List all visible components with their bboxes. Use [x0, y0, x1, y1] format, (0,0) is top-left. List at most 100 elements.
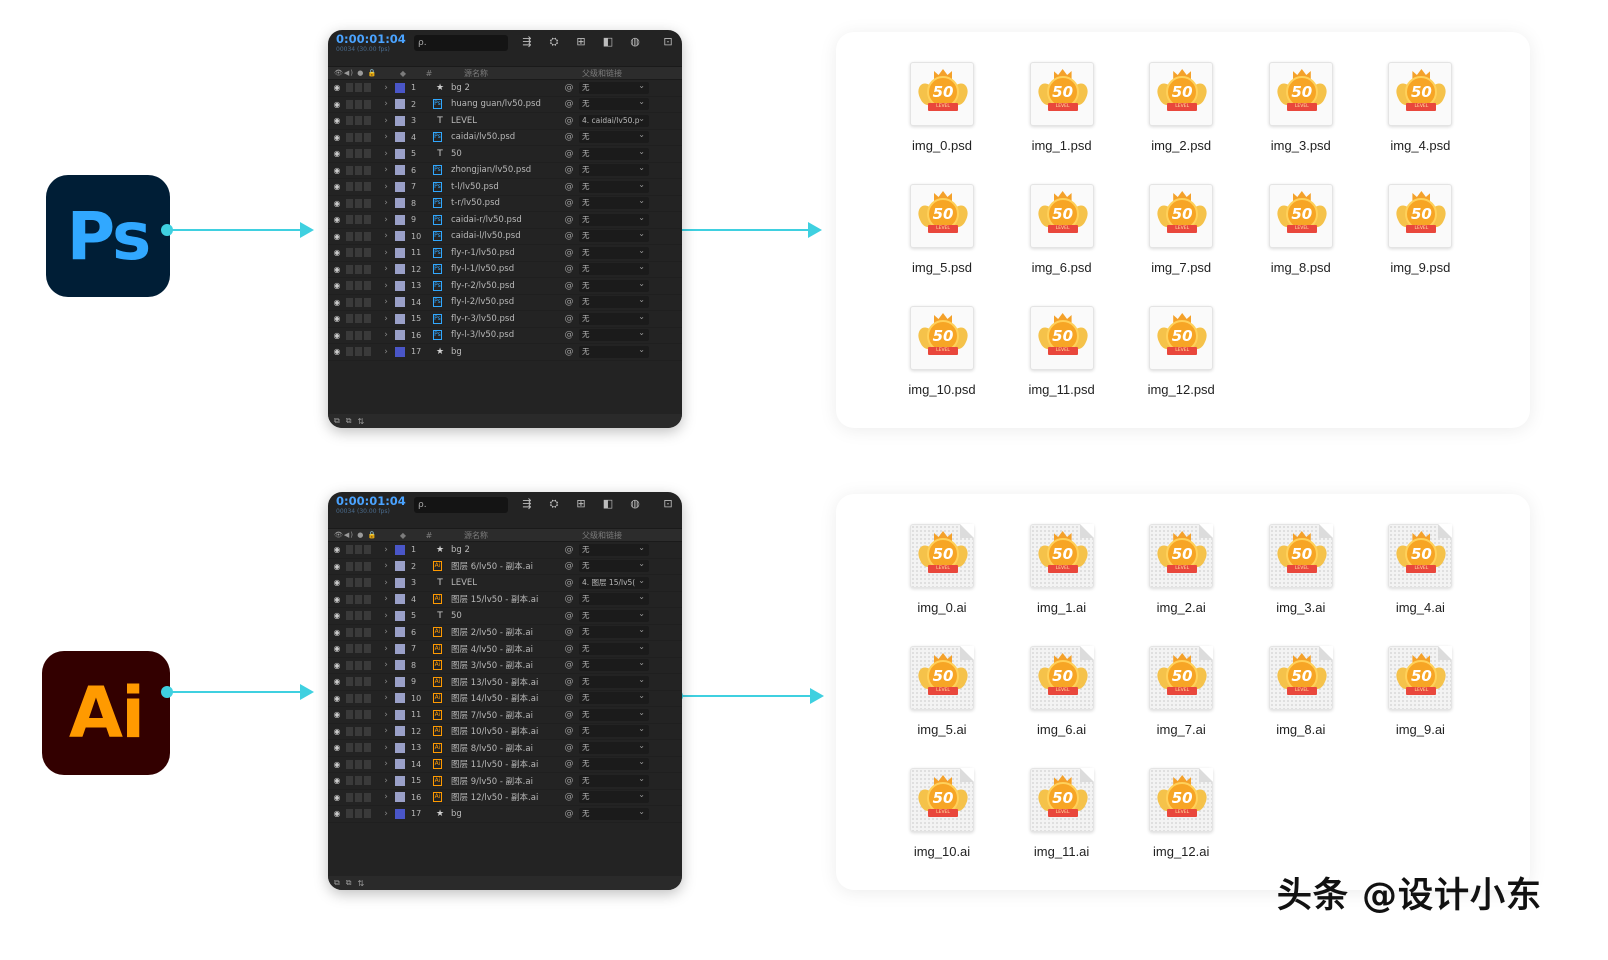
visibility-eye-icon[interactable]: ◉: [328, 298, 346, 307]
label-color-swatch[interactable]: [395, 627, 405, 637]
label-color-swatch[interactable]: [395, 330, 405, 340]
label-color-swatch[interactable]: [395, 776, 405, 786]
pick-whip-icon[interactable]: @: [559, 264, 579, 274]
visibility-eye-icon[interactable]: ◉: [328, 133, 346, 142]
label-color-swatch[interactable]: [395, 545, 405, 555]
expand-chevron-icon[interactable]: ›: [377, 248, 395, 258]
file-name[interactable]: img_9.psd: [1365, 260, 1475, 275]
file-name[interactable]: img_5.psd: [887, 260, 997, 275]
pick-whip-icon[interactable]: @: [559, 149, 579, 159]
expand-chevron-icon[interactable]: ›: [377, 99, 395, 109]
visibility-eye-icon[interactable]: ◉: [328, 149, 346, 158]
switch-box[interactable]: [346, 644, 353, 653]
switch-box[interactable]: [364, 727, 371, 736]
switch-box[interactable]: [364, 628, 371, 637]
expand-chevron-icon[interactable]: ›: [377, 347, 395, 357]
expand-chevron-icon[interactable]: ›: [377, 264, 395, 274]
switch-box[interactable]: [364, 809, 371, 818]
visibility-eye-icon[interactable]: ◉: [328, 793, 346, 802]
pick-whip-icon[interactable]: @: [559, 693, 579, 703]
visibility-eye-icon[interactable]: ◉: [328, 265, 346, 274]
switch-box[interactable]: [364, 793, 371, 802]
source-name-header[interactable]: 源名称: [442, 68, 576, 79]
layer-source-name[interactable]: fly-r-1/lv50.psd: [447, 248, 559, 258]
file-name[interactable]: img_1.psd: [1007, 138, 1117, 153]
visibility-eye-icon[interactable]: ◉: [328, 776, 346, 785]
frame-blend-icon[interactable]: ⊞: [574, 497, 588, 511]
switch-box[interactable]: [364, 347, 371, 356]
switch-box[interactable]: [346, 578, 353, 587]
expand-chevron-icon[interactable]: ›: [377, 809, 395, 819]
file-name[interactable]: img_5.ai: [887, 722, 997, 737]
expand-chevron-icon[interactable]: ›: [377, 726, 395, 736]
expand-chevron-icon[interactable]: ›: [377, 792, 395, 802]
layer-source-name[interactable]: t-l/lv50.psd: [447, 182, 559, 192]
layer-source-name[interactable]: caidai/lv50.psd: [447, 132, 559, 142]
switch-box[interactable]: [346, 545, 353, 554]
layer-row[interactable]: ◉›17★bg@无: [328, 344, 682, 361]
parent-dropdown[interactable]: 无: [579, 82, 649, 94]
parent-dropdown[interactable]: 无: [579, 659, 649, 671]
layer-source-name[interactable]: huang guan/lv50.psd: [447, 99, 559, 109]
parent-dropdown[interactable]: 无: [579, 626, 649, 638]
visibility-eye-icon[interactable]: ◉: [328, 595, 346, 604]
pick-whip-icon[interactable]: @: [559, 116, 579, 126]
layer-source-name[interactable]: LEVEL: [447, 578, 559, 588]
expand-chevron-icon[interactable]: ›: [377, 627, 395, 637]
parent-dropdown[interactable]: 无: [579, 758, 649, 770]
expand-chevron-icon[interactable]: ›: [377, 710, 395, 720]
visibility-eye-icon[interactable]: ◉: [328, 644, 346, 653]
expand-chevron-icon[interactable]: ›: [377, 198, 395, 208]
layer-source-name[interactable]: 图层 3/lv50 - 副本.ai: [447, 659, 559, 671]
switch-box[interactable]: [346, 694, 353, 703]
label-color-swatch[interactable]: [395, 231, 405, 241]
label-color-swatch[interactable]: [395, 99, 405, 109]
layer-source-name[interactable]: fly-l-2/lv50.psd: [447, 297, 559, 307]
label-color-swatch[interactable]: [395, 611, 405, 621]
switch-box[interactable]: [355, 265, 362, 274]
parent-dropdown[interactable]: 无: [579, 346, 649, 358]
file-name[interactable]: img_4.ai: [1365, 600, 1475, 615]
layer-source-name[interactable]: caidai-r/lv50.psd: [447, 215, 559, 225]
switch-box[interactable]: [355, 628, 362, 637]
visibility-eye-icon[interactable]: ◉: [328, 562, 346, 571]
switch-box[interactable]: [346, 760, 353, 769]
parent-dropdown[interactable]: 无: [579, 544, 649, 556]
expand-chevron-icon[interactable]: ›: [377, 314, 395, 324]
label-color-swatch[interactable]: [395, 710, 405, 720]
file-name[interactable]: img_7.psd: [1126, 260, 1236, 275]
expand-chevron-icon[interactable]: ›: [377, 677, 395, 687]
label-color-swatch[interactable]: [395, 198, 405, 208]
switch-box[interactable]: [355, 710, 362, 719]
label-color-swatch[interactable]: [395, 578, 405, 588]
file-name[interactable]: img_2.psd: [1126, 138, 1236, 153]
layer-row[interactable]: ◉›1★bg 2@无: [328, 542, 682, 559]
pick-whip-icon[interactable]: @: [559, 165, 579, 175]
visibility-eye-icon[interactable]: ◉: [328, 710, 346, 719]
layer-source-name[interactable]: 图层 14/lv50 - 副本.ai: [447, 692, 559, 704]
parent-dropdown[interactable]: 无: [579, 280, 649, 292]
switch-box[interactable]: [355, 331, 362, 340]
layer-source-name[interactable]: caidai-l/lv50.psd: [447, 231, 559, 241]
expand-chevron-icon[interactable]: ›: [377, 165, 395, 175]
file-name[interactable]: img_3.ai: [1246, 600, 1356, 615]
expand-chevron-icon[interactable]: ›: [377, 116, 395, 126]
